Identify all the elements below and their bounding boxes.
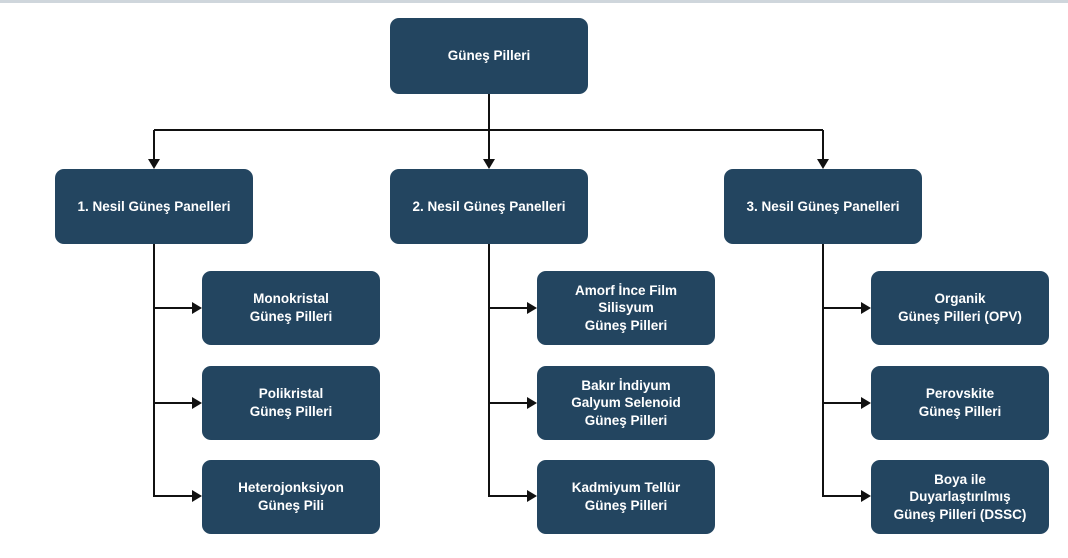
- top-border-line: [0, 0, 1068, 3]
- arrowhead-gen2: [483, 159, 495, 169]
- arrowhead-gen1: [148, 159, 160, 169]
- arrowhead-3-2: [861, 397, 871, 409]
- leaf-dssc: Boya ile Duyarlaştırılmış Güneş Pilleri …: [871, 460, 1049, 534]
- generation-1-node: 1. Nesil Güneş Panelleri: [55, 169, 253, 244]
- leaf-heterojonksiyon: Heterojonksiyon Güneş Pili: [202, 460, 380, 534]
- generation-2-node: 2. Nesil Güneş Panelleri: [390, 169, 588, 244]
- root-node: Güneş Pilleri: [390, 18, 588, 94]
- arrowhead-2-3: [527, 490, 537, 502]
- arrowhead-1-1: [192, 302, 202, 314]
- leaf-monokristal: Monokristal Güneş Pilleri: [202, 271, 380, 345]
- leaf-kadmiyum-tellur: Kadmiyum Tellür Güneş Pilleri: [537, 460, 715, 534]
- arrowhead-1-3: [192, 490, 202, 502]
- arrowhead-gen3: [817, 159, 829, 169]
- generation-3-node: 3. Nesil Güneş Panelleri: [724, 169, 922, 244]
- leaf-polikristal: Polikristal Güneş Pilleri: [202, 366, 380, 440]
- leaf-cigs: Bakır İndiyum Galyum Selenoid Güneş Pill…: [537, 366, 715, 440]
- arrowhead-3-1: [861, 302, 871, 314]
- leaf-amorf-ince-film: Amorf İnce Film Silisyum Güneş Pilleri: [537, 271, 715, 345]
- arrowhead-3-3: [861, 490, 871, 502]
- leaf-organik-opv: Organik Güneş Pilleri (OPV): [871, 271, 1049, 345]
- arrowhead-1-2: [192, 397, 202, 409]
- leaf-perovskite: Perovskite Güneş Pilleri: [871, 366, 1049, 440]
- arrowhead-2-1: [527, 302, 537, 314]
- arrowhead-2-2: [527, 397, 537, 409]
